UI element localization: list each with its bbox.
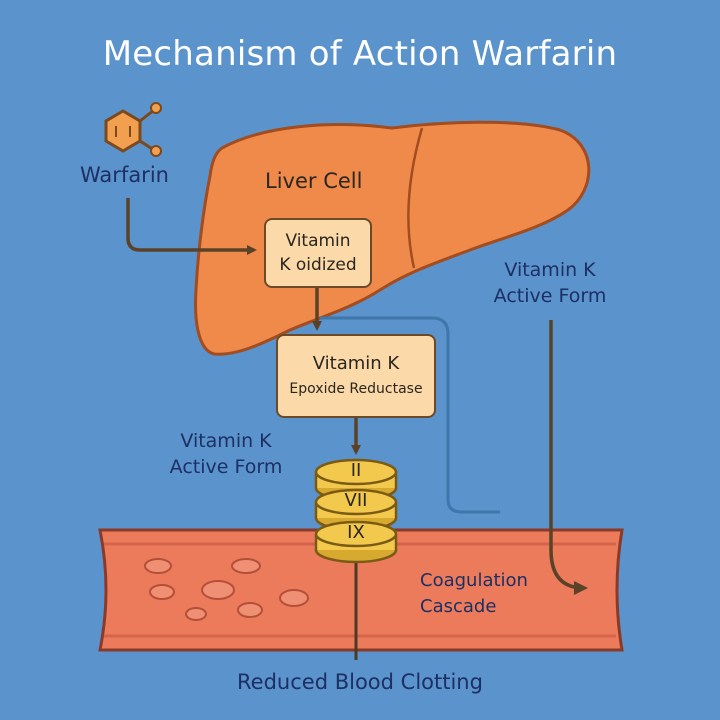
outcome-label: Reduced Blood Clotting [237, 670, 483, 694]
blood-cell [279, 589, 309, 607]
blood-vessel [98, 528, 624, 652]
active-form-arrow [549, 320, 588, 595]
liver-shape [194, 120, 591, 356]
warfarin-label: Warfarin [80, 163, 169, 187]
warfarin-molecule-icon [104, 102, 162, 157]
blood-cell [237, 602, 263, 618]
factor-coin-ix [314, 520, 398, 564]
factor-ii-label: II [350, 460, 362, 481]
vitamin-k-oxidized-box: Vitamin K oidized [264, 218, 372, 288]
transport-line [320, 316, 500, 514]
cascade-line2: Cascade [420, 596, 497, 617]
active-form-left-label: Vitamin K Active Form [156, 428, 296, 480]
active-right-line2: Active Form [493, 285, 607, 307]
active-left-line2: Active Form [169, 456, 283, 478]
reductase-line1: Vitamin K [312, 353, 400, 374]
blood-cell [149, 584, 175, 600]
reductase-line2: Epoxide Reductase [289, 381, 423, 397]
warfarin-arrow [126, 198, 257, 255]
oxidized-line1: Vitamin [285, 231, 351, 251]
factor-ix-label: IX [347, 522, 365, 543]
oxidized-line2: K oidized [279, 255, 357, 275]
coagulation-cascade-label: Coagulation Cascade [420, 568, 528, 620]
page-title: Mechanism of Action Warfarin [102, 34, 618, 74]
active-form-right-label: Vitamin K Active Form [480, 257, 620, 309]
epoxide-reductase-box: Vitamin K Epoxide Reductase [276, 334, 436, 418]
factor-vii-label: VII [344, 490, 368, 511]
active-right-line1: Vitamin K [504, 259, 596, 281]
active-left-line1: Vitamin K [180, 430, 272, 452]
blood-cell [185, 607, 207, 621]
blood-cell [201, 580, 235, 600]
blood-cell [144, 558, 172, 574]
blood-cell [231, 558, 261, 574]
cascade-line1: Coagulation [420, 570, 528, 591]
liver-cell-label: Liver Cell [265, 169, 363, 193]
